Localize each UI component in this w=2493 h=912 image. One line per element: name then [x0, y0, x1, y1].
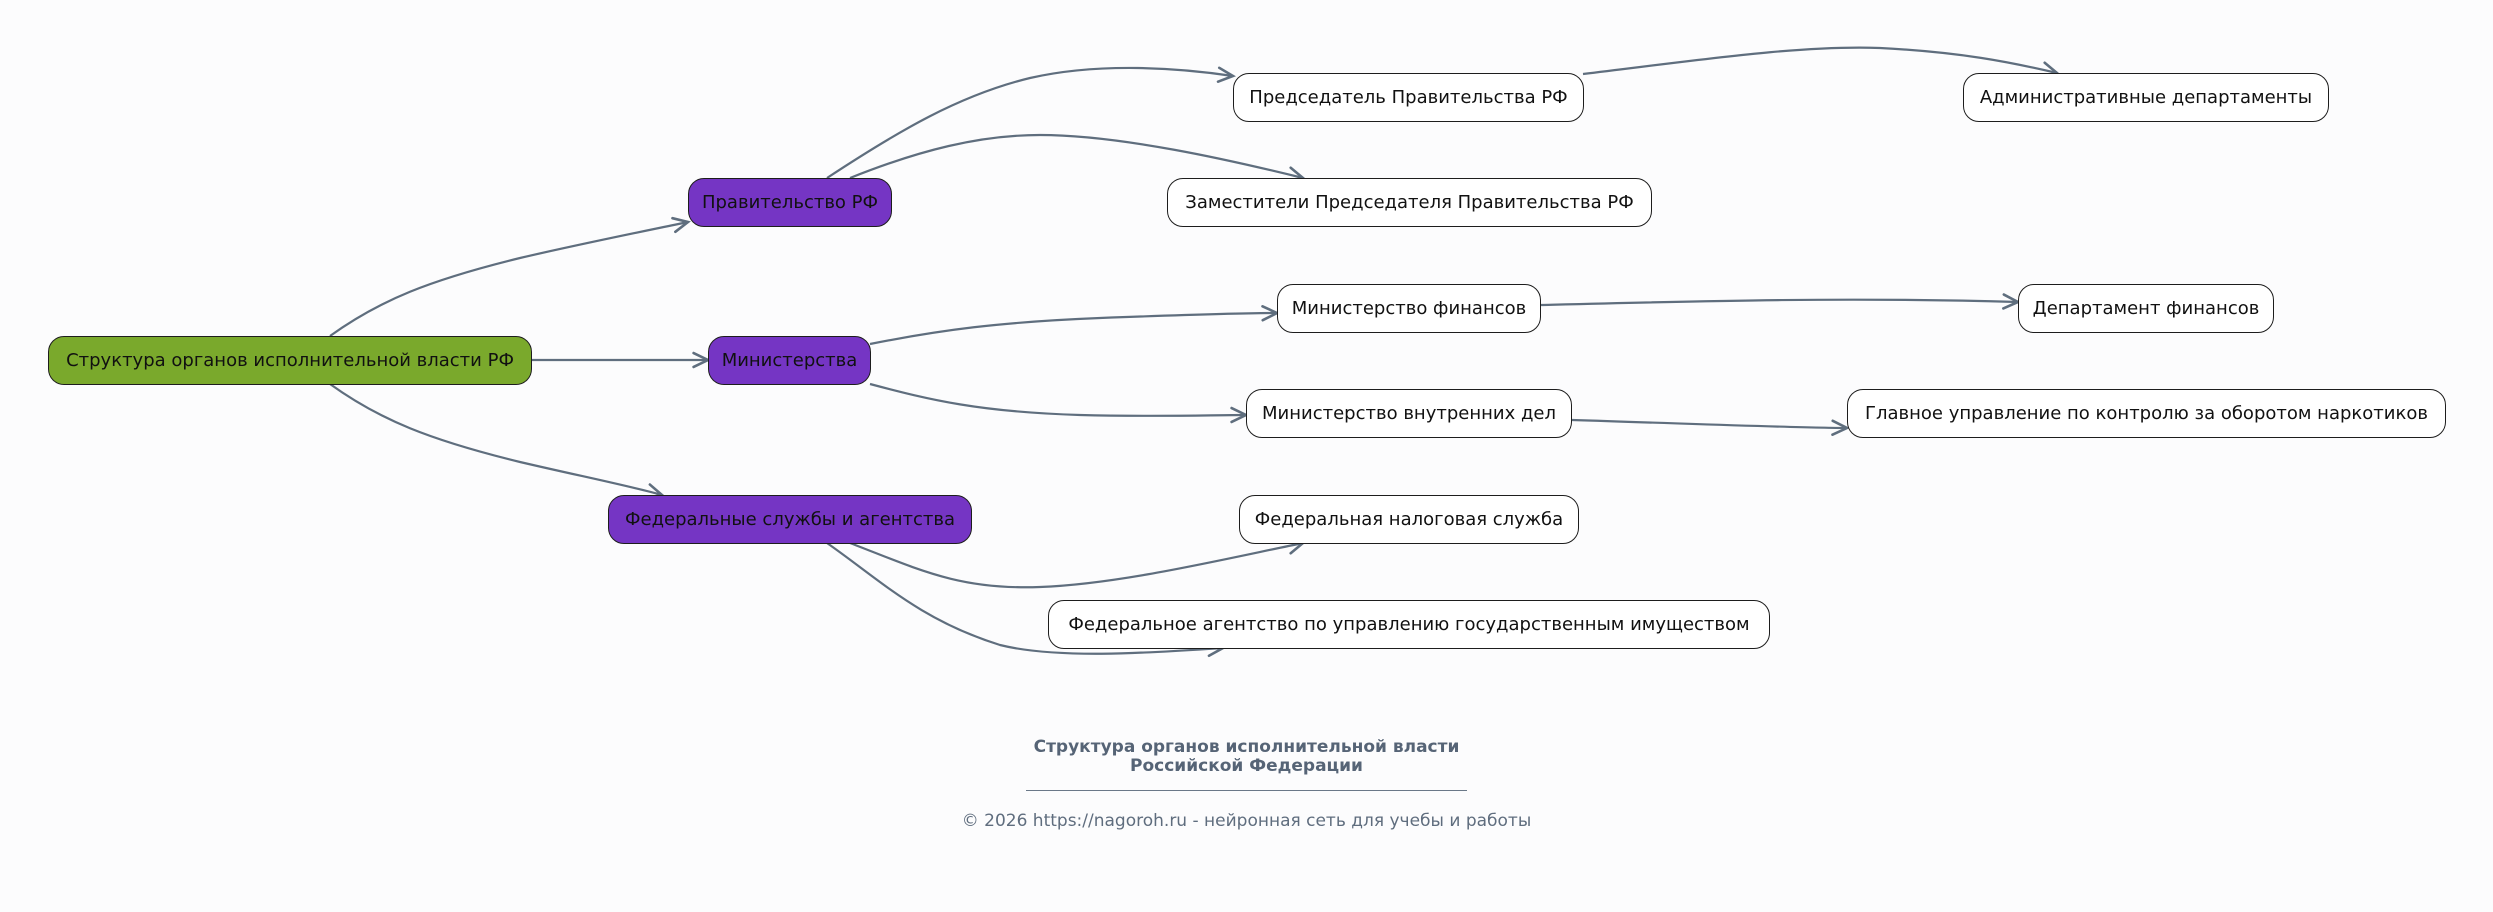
arrowhead-icon — [671, 216, 691, 234]
node-label: Правительство РФ — [701, 192, 879, 213]
node-label: Министерства — [721, 350, 858, 371]
node-label: Заместители Председателя Правительства Р… — [1185, 192, 1634, 213]
edge-root-to-fed — [329, 383, 663, 497]
edge-mvd-to-gunk — [1571, 418, 1848, 430]
node-prime-minister[interactable]: Председатель Правительства РФ — [1233, 73, 1584, 122]
node-government[interactable]: Правительство РФ — [688, 178, 892, 227]
edge-root-to-gov — [329, 220, 689, 337]
arrowhead-icon — [692, 351, 711, 369]
node-label: Председатель Правительства РФ — [1249, 87, 1568, 108]
arrowhead-icon — [1216, 66, 1236, 83]
edge-gov-to-pm — [826, 66, 1234, 179]
node-deputy-pms[interactable]: Заместители Председателя Правительства Р… — [1167, 178, 1652, 227]
edge-gov-to-dep — [849, 133, 1304, 180]
node-ministry-finance[interactable]: Министерство финансов — [1277, 284, 1541, 333]
node-label: Федеральная налоговая служба — [1254, 509, 1564, 530]
footer: Структура органов исполнительной власти … — [0, 737, 2493, 832]
node-label: Департамент финансов — [2032, 298, 2260, 319]
node-label: Административные департаменты — [1979, 87, 2313, 108]
edge-min-to-mvd — [869, 382, 1247, 417]
node-label: Министерство внутренних дел — [1262, 403, 1556, 424]
edge-minfin-to-depfin — [1540, 298, 2019, 307]
node-label: Федеральное агентство по управлению госу… — [1068, 614, 1750, 635]
node-label: Главное управление по контролю за оборот… — [1865, 403, 2428, 424]
node-drug-control-directorate[interactable]: Главное управление по контролю за оборот… — [1847, 389, 2446, 438]
node-label: Структура органов исполнительной власти … — [66, 350, 514, 371]
arrowhead-icon — [1261, 304, 1280, 322]
arrowhead-icon — [1230, 406, 1249, 424]
edge-pm-to-admin — [1582, 46, 2058, 76]
footer-title: Структура органов исполнительной власти … — [1033, 737, 1460, 776]
node-admin-departments[interactable]: Административные департаменты — [1963, 73, 2329, 122]
node-finance-department[interactable]: Департамент финансов — [2018, 284, 2274, 333]
arrowhead-icon — [2002, 293, 2021, 310]
node-root[interactable]: Структура органов исполнительной власти … — [48, 336, 532, 385]
edge-min-to-minfin — [869, 311, 1278, 346]
footer-divider — [1026, 790, 1467, 791]
node-label: Федеральные службы и агентства — [625, 509, 955, 530]
arrowhead-icon — [1831, 419, 1850, 437]
node-label: Министерство финансов — [1291, 298, 1527, 319]
footer-copyright: © 2026 https://nagoroh.ru - нейронная се… — [961, 811, 1532, 831]
node-ministries[interactable]: Министерства — [708, 336, 871, 385]
node-property-agency[interactable]: Федеральное агентство по управлению госу… — [1048, 600, 1770, 649]
node-tax-service[interactable]: Федеральная налоговая служба — [1239, 495, 1579, 544]
node-federal-services[interactable]: Федеральные службы и агентства — [608, 495, 972, 544]
node-ministry-interior[interactable]: Министерство внутренних дел — [1246, 389, 1572, 438]
edge-fed-to-nalog — [849, 541, 1304, 589]
